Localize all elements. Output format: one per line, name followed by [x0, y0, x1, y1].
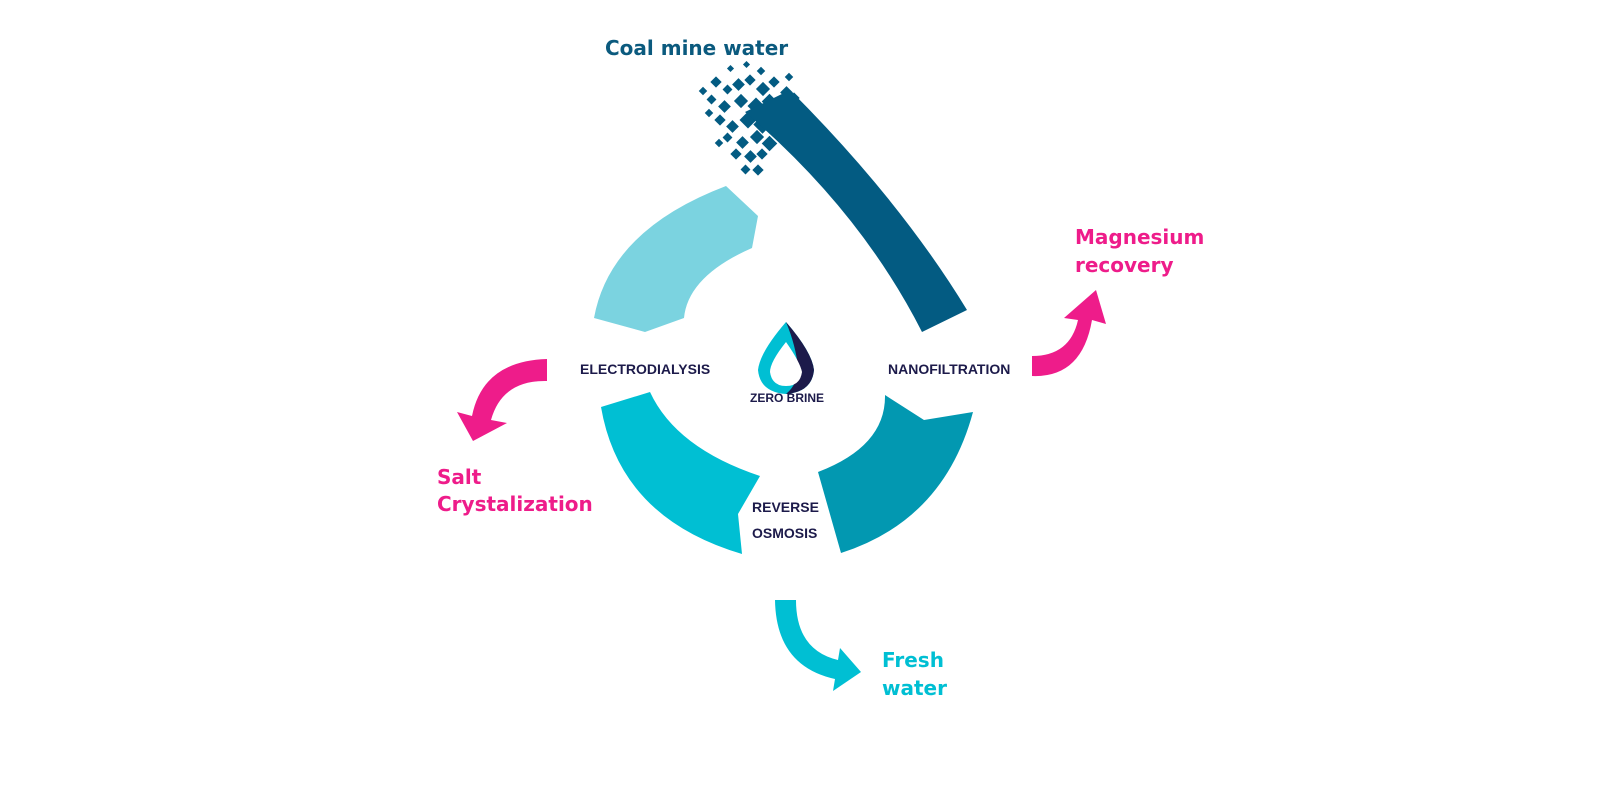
magnesium-recovery-label-line2: recovery	[1075, 253, 1174, 277]
water-particle	[752, 164, 764, 176]
water-particle	[718, 100, 731, 113]
water-particle	[742, 60, 751, 69]
water-particle	[768, 76, 780, 88]
cycle-arrow-bottom-left	[601, 392, 760, 554]
water-particle	[710, 76, 722, 88]
water-particle	[730, 148, 742, 160]
magnesium-recovery-label-line1: Magnesium	[1075, 225, 1204, 249]
zero-brine-brand: ZERO BRINE	[750, 391, 824, 405]
water-particle	[722, 84, 733, 95]
water-particle	[706, 94, 717, 105]
water-particle	[714, 138, 724, 148]
electrodialysis-label: ELECTRODIALYSIS	[580, 361, 710, 377]
water-particle	[726, 64, 735, 73]
nanofiltration-label: NANOFILTRATION	[888, 361, 1010, 377]
water-drop-icon	[758, 322, 814, 394]
fresh-water-label-line1: Fresh	[882, 648, 944, 672]
water-particle	[756, 66, 766, 76]
fresh-water-label-line2: water	[882, 676, 947, 700]
magnesium-output-arrow	[1032, 290, 1106, 377]
cycle-arrow-top-left	[594, 186, 758, 332]
water-particle	[784, 72, 794, 82]
water-particle	[740, 164, 751, 175]
water-particle	[722, 132, 733, 143]
reverse-osmosis-label-line1: REVERSE	[752, 499, 819, 515]
water-particle	[726, 120, 739, 133]
water-particle	[733, 93, 749, 109]
water-particle	[732, 78, 745, 91]
water-particle	[736, 136, 749, 149]
reverse-osmosis-label-line2: OSMOSIS	[752, 525, 817, 541]
cycle-arrow-bottom-right	[818, 395, 973, 553]
water-particle	[744, 150, 757, 163]
salt-output-arrow	[457, 359, 547, 441]
water-particle	[744, 74, 756, 86]
salt-crystalization-label-line1: Salt	[437, 465, 482, 489]
water-particle	[749, 129, 765, 145]
water-particle	[704, 108, 714, 118]
fresh-water-output-arrow	[775, 600, 861, 691]
water-particle	[761, 135, 778, 152]
water-particle	[755, 81, 771, 97]
coal-mine-water-inflow-band	[745, 90, 967, 332]
coal-mine-water-label: Coal mine water	[605, 36, 788, 60]
water-particle	[756, 148, 768, 160]
water-particle	[698, 86, 708, 96]
water-particle	[714, 114, 726, 126]
salt-crystalization-label-line2: Crystalization	[437, 492, 593, 516]
